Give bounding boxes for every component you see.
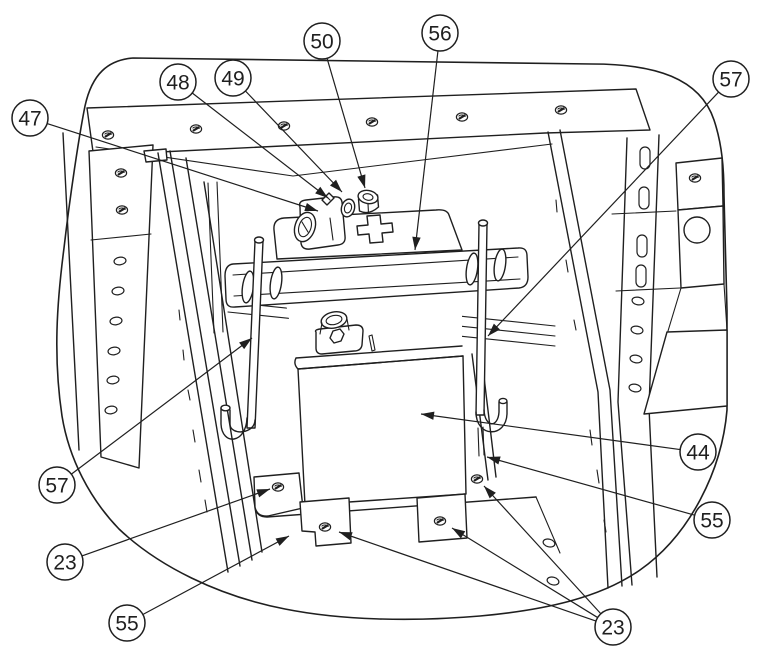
leader-line [191,92,329,199]
leader-line [486,456,695,516]
leader-line [71,337,253,475]
callout-57-left: 57 [38,337,253,504]
callout-49: 49 [214,59,343,193]
callout-layer: 47 48 49 50 56 57 57 23 55 44 55 23 [11,14,750,646]
callout-balloon [303,22,341,60]
callout-number: 23 [53,552,76,575]
callout-44: 44 [420,411,717,471]
callout-number: 47 [18,108,41,131]
leader-arrowhead [304,203,318,212]
terminal-nut [357,189,380,214]
leader-arrowhead [487,456,501,465]
leader-arrowhead [452,528,466,539]
j-bolt-right [475,219,508,457]
leader-line [245,90,343,193]
callout-56: 56 [412,14,459,251]
tab-screw [433,515,447,527]
callout-balloon [214,59,252,97]
callout-number: 23 [601,617,624,640]
leader-arrowhead [339,532,353,541]
tab-screw [318,521,332,533]
callout-23-bottom-right: 23 [338,485,632,646]
callout-balloon [594,608,632,646]
hold-down-clamp-right [465,252,479,286]
leader-line [451,527,598,619]
leader-line [81,488,271,557]
j-bolt-left [220,236,265,440]
leader-line [46,122,319,212]
callout-23-left: 23 [46,488,271,581]
callout-balloon [46,543,84,581]
leader-arrowhead [412,236,421,250]
leader-arrowhead [239,338,252,350]
callout-number: 57 [719,69,742,92]
callout-number: 48 [166,72,189,95]
callout-55-right: 55 [486,456,731,539]
leader-line [326,58,366,189]
callout-balloon [679,433,717,471]
callout-48: 48 [159,63,329,199]
callout-number: 57 [45,475,68,498]
leader-line [414,50,439,251]
callout-balloon [712,60,750,98]
callout-balloon [108,604,146,642]
tray-mount-tab-left [299,497,352,547]
callout-balloon [421,14,459,52]
callout-number: 44 [686,442,710,465]
drawing-boundary-outline [56,57,728,621]
leader-arrowhead [484,486,496,499]
callout-balloon [11,99,49,137]
callout-number: 56 [428,23,451,46]
leader-arrowhead [488,323,500,336]
right-mount-bracket [643,157,728,415]
terminal-washer [340,198,356,218]
leader-line [142,535,290,616]
callout-47: 47 [11,99,319,212]
battery-plus-symbol [356,214,394,244]
terminal-bolt-hex [329,328,345,344]
bracket-hole [683,216,711,244]
callout-number: 55 [700,510,723,533]
callout-50: 50 [303,22,366,189]
leader-line [338,531,597,622]
callout-number: 55 [115,613,138,636]
leader-arrowhead [357,174,366,188]
tray-screw [271,481,285,493]
callout-balloon [38,466,76,504]
callout-number: 49 [221,68,244,91]
rear-terminal-clamp [293,192,346,250]
leader-arrowhead [256,489,270,498]
leader-arrowhead [421,411,435,420]
leader-line [483,485,602,615]
leader-arrowhead [275,536,289,546]
terminal-stud [321,192,335,206]
leader-line [487,91,720,337]
battery-hold-down-bar [224,247,529,308]
leader-arrowhead [329,179,342,192]
left-frame-rails [143,148,263,573]
leader-line [420,413,681,451]
callout-balloon [693,501,731,539]
left-side-panel [62,132,154,469]
callout-55-bottom-left: 55 [108,535,290,642]
leader-arrowhead [315,186,328,198]
callout-balloon [159,63,197,101]
callout-57-top-right: 57 [487,60,750,337]
tray-screw [470,473,484,485]
battery-front-face [297,355,467,506]
callout-number: 50 [310,31,333,54]
front-terminal-clamp [314,311,364,355]
